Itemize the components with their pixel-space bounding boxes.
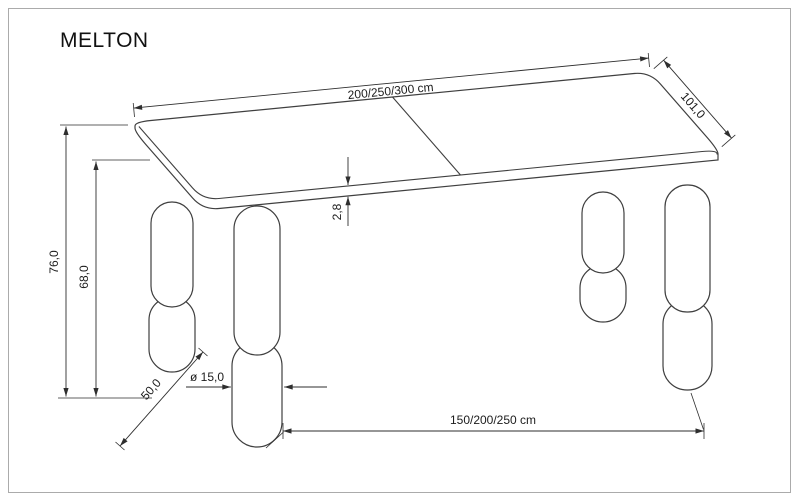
dim-leg-span-length-label: 150/200/250 cm <box>450 413 536 427</box>
leg-lower-segment <box>662 299 713 391</box>
dim-leg-offset-depth-label: 50,0 <box>138 376 164 403</box>
table-leg-front-left <box>231 205 283 448</box>
extension-line <box>653 56 668 70</box>
table-leg-front-right <box>662 184 713 391</box>
page-title: MELTON <box>60 29 149 52</box>
tabletop-front-edge <box>138 126 718 200</box>
dimension-line <box>663 59 732 139</box>
dim-top-thickness-label: 2,8 <box>330 203 344 220</box>
extension-line <box>132 102 135 118</box>
dim-top-thickness: 2,8 <box>330 157 351 226</box>
dim-clearance-height: 68,0 <box>77 159 150 397</box>
dim-total-height: 76,0 <box>47 124 152 399</box>
leg-lower-segment <box>148 296 196 373</box>
dim-leg-diameter-label: ø 15,0 <box>190 370 224 384</box>
extension-line <box>721 134 736 148</box>
extension-line <box>647 52 650 68</box>
dim-leg-span-length: 150/200/250 cm <box>265 392 705 449</box>
leg-upper-segment <box>581 191 625 274</box>
dim-total-height-label: 76,0 <box>47 250 61 274</box>
dim-clearance-height-label: 68,0 <box>77 265 91 289</box>
dimension-line <box>119 351 204 447</box>
leg-lower-segment <box>231 340 283 448</box>
leg-upper-segment <box>664 184 711 313</box>
extension-line <box>690 392 704 430</box>
table-leg-back-left <box>148 201 196 373</box>
tabletop-seam-line <box>392 96 461 176</box>
extension-line <box>265 431 284 449</box>
drawing-border <box>8 8 791 493</box>
dimension-line <box>133 56 649 110</box>
leg-upper-segment <box>233 205 281 356</box>
leg-upper-segment <box>150 201 194 308</box>
table-leg-back-right <box>579 191 627 323</box>
